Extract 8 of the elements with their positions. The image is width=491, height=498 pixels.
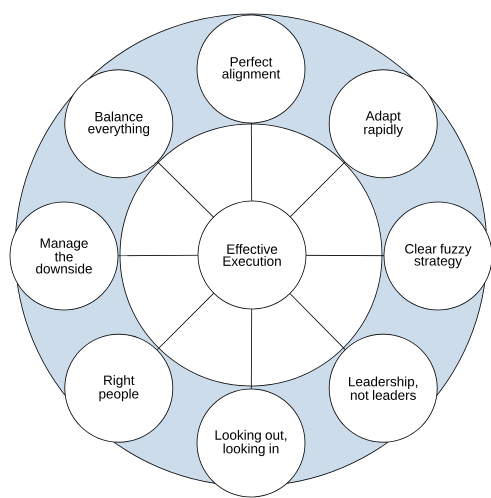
spoke-line <box>250 309 252 389</box>
spoke-line <box>156 293 214 350</box>
spoke-line <box>250 123 252 201</box>
spoke-line <box>306 254 384 256</box>
spoke-line <box>290 293 346 350</box>
spoke-line <box>118 254 198 256</box>
spoke-line <box>157 162 214 218</box>
spoke-line <box>290 162 346 217</box>
